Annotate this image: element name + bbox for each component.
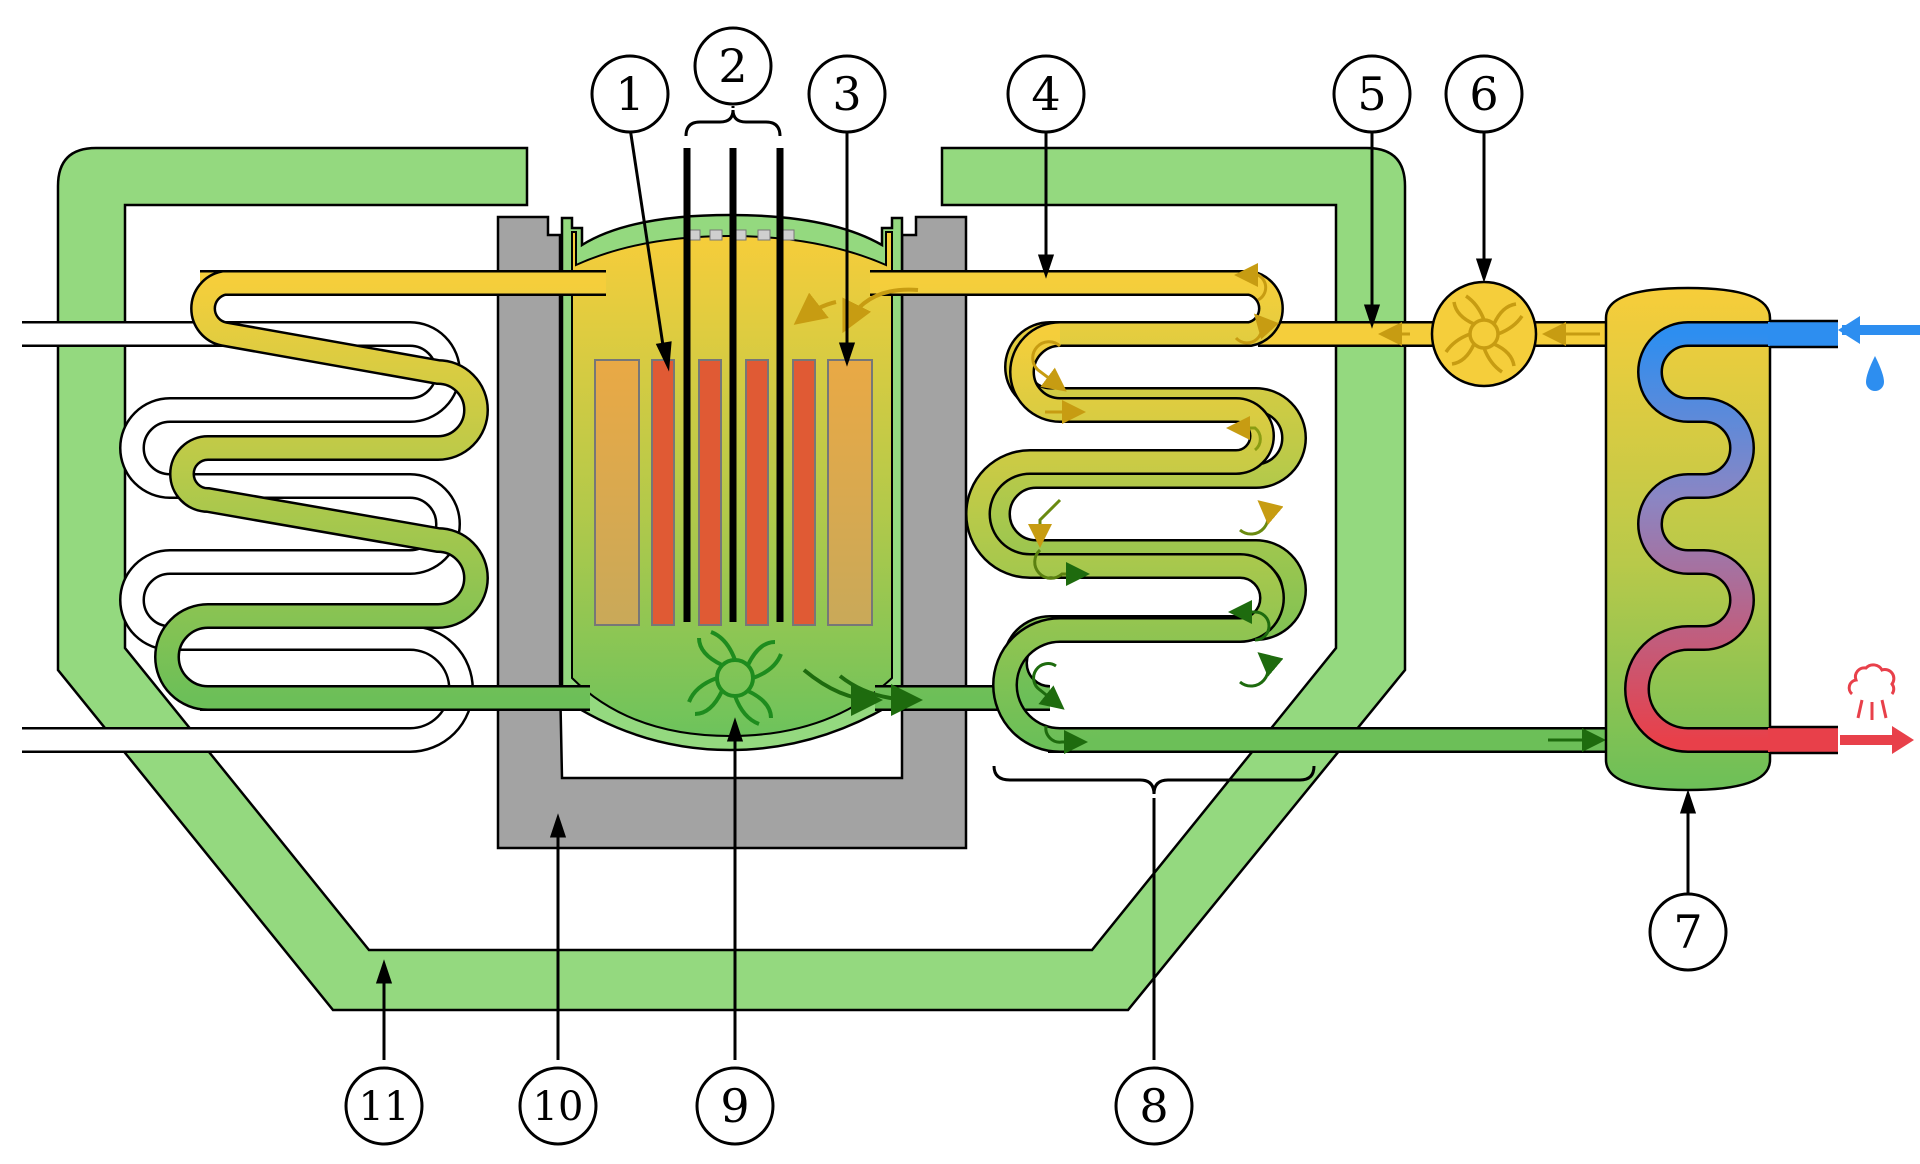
vessel-flow-arrows <box>793 287 923 716</box>
svg-text:1: 1 <box>615 67 644 121</box>
svg-text:9: 9 <box>720 1079 749 1133</box>
svg-text:3: 3 <box>832 67 861 121</box>
svg-text:5: 5 <box>1357 67 1386 121</box>
callout-3: 3 <box>807 54 887 134</box>
fuel-element <box>745 359 769 626</box>
svg-text:6: 6 <box>1469 67 1498 121</box>
water-inlet <box>1838 316 1920 391</box>
callout-9: 9 <box>695 1066 775 1146</box>
fan-icon <box>687 630 783 726</box>
fuel-element <box>698 359 722 626</box>
svg-text:4: 4 <box>1031 67 1060 121</box>
brace-control-rods <box>684 109 782 137</box>
steam-outlet <box>1840 663 1914 754</box>
callout-11: 11 <box>344 1066 424 1146</box>
callout-10: 10 <box>518 1066 598 1146</box>
callout-6: 6 <box>1444 54 1524 134</box>
svg-text:8: 8 <box>1139 1079 1168 1133</box>
leader-lines <box>375 106 1697 1060</box>
svg-text:11: 11 <box>359 1084 410 1130</box>
intermediate-heat-exchanger <box>870 270 1307 753</box>
circulator-fan-icon <box>1444 294 1524 374</box>
callout-1: 1 <box>590 54 670 134</box>
water-drop-icon <box>1866 356 1884 391</box>
brace-heat-exchanger <box>992 765 1316 795</box>
gas-circulator <box>1430 280 1538 388</box>
left-heat-exchanger <box>22 270 600 753</box>
hx-flow-arrows <box>1028 263 1606 754</box>
svg-text:7: 7 <box>1673 905 1702 959</box>
fuel-element <box>792 359 816 626</box>
callout-8: 8 <box>1114 1066 1194 1146</box>
svg-text:10: 10 <box>533 1084 584 1130</box>
svg-text:2: 2 <box>718 39 747 93</box>
reflector-left <box>594 359 640 626</box>
callout-2: 2 <box>693 26 773 106</box>
fuel-element <box>651 359 675 626</box>
steam-icon <box>1847 663 1896 720</box>
callout-7: 7 <box>1648 892 1728 972</box>
steam-generator <box>1604 286 1838 792</box>
control-rods <box>683 148 784 622</box>
callout-4: 4 <box>1006 54 1086 134</box>
callout-5: 5 <box>1332 54 1412 134</box>
reflector-right <box>827 359 873 626</box>
containment-building <box>56 146 1407 1012</box>
reactor-core <box>594 359 873 626</box>
